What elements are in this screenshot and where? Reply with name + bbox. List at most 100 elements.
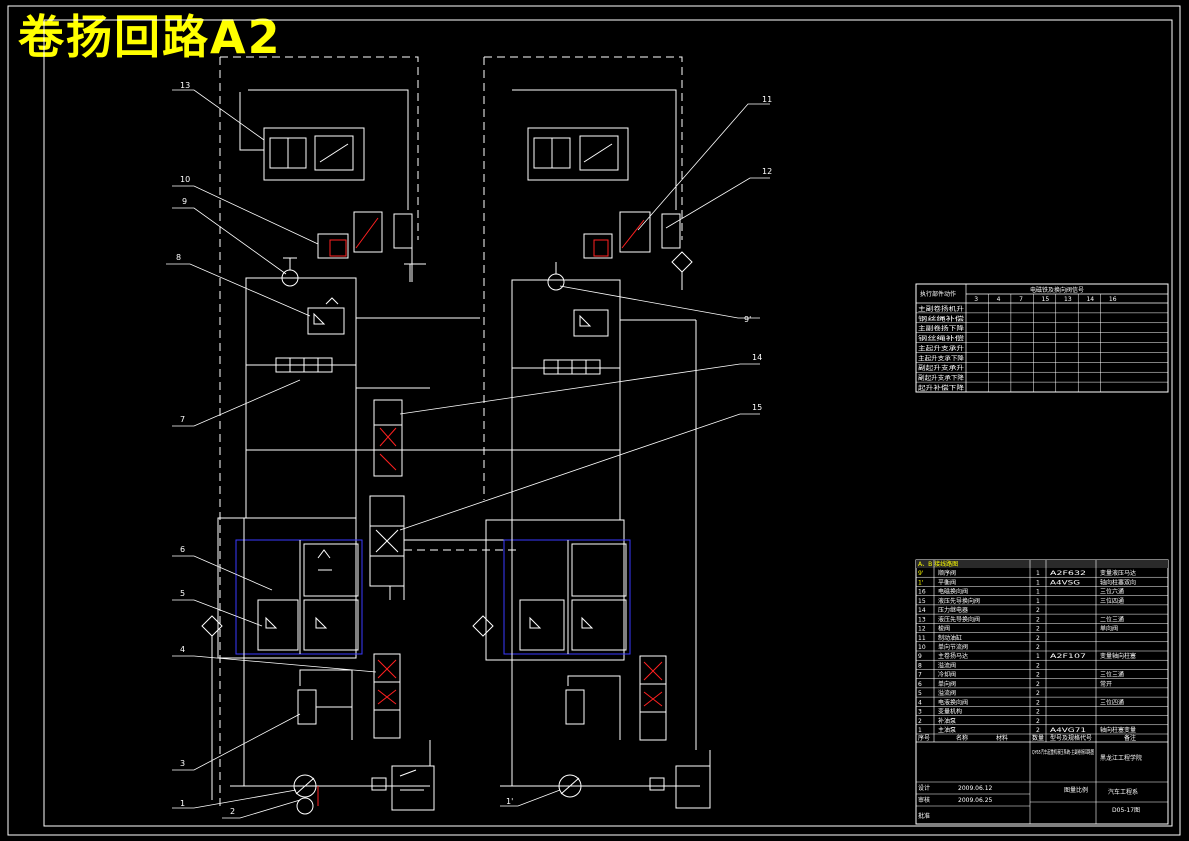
em-row-label: 主起升支承升 <box>918 344 964 352</box>
callout-7: 7 <box>180 415 185 424</box>
em-group-header: 电磁铁及换向阀信号 <box>1030 286 1084 294</box>
parts-cell-no: 12 <box>918 626 926 633</box>
parts-cell-no: 8 <box>918 662 922 669</box>
parts-cell-name: 变量机构 <box>938 708 962 716</box>
em-row-label: 主副卷扬下降 <box>918 325 964 333</box>
parts-cell-note: 变量轴向柱塞 <box>1100 652 1136 660</box>
callout-1: 1 <box>180 799 185 808</box>
parts-cell-no: 1 <box>918 727 922 734</box>
parts-cell-name: 主卷扬马达 <box>938 652 968 660</box>
parts-cell-name: 平衡阀 <box>938 578 956 586</box>
parts-cell-no: 2 <box>918 718 922 725</box>
parts-cell-qty: 2 <box>1036 718 1040 725</box>
em-row-header: 执行部件动作 <box>920 290 956 298</box>
inner-frame <box>43 19 1173 827</box>
callout-9-prime: 9' <box>744 315 751 324</box>
parts-cell-name: 电液换向阀 <box>938 698 968 706</box>
parts-cell-name: 溢流阀 <box>938 689 956 697</box>
parts-cell-no: 13 <box>918 616 926 623</box>
parts-cell-qty: 2 <box>1036 699 1040 706</box>
parts-cell-code: A4VSG <box>1050 579 1081 586</box>
parts-cell-qty: 2 <box>1036 616 1040 623</box>
parts-cell-no: 4 <box>918 699 922 706</box>
em-row-label: 钢丝绳补偿 <box>918 315 964 323</box>
parts-cell-qty: 1 <box>1036 598 1040 605</box>
parts-cell-qty: 1 <box>1036 589 1040 596</box>
school-name: 黑龙江工程学院 <box>1100 754 1142 762</box>
col-no: 序号 <box>918 734 930 742</box>
em-row-label: 副起升支承下降 <box>918 374 964 382</box>
callout-1-prime: 1' <box>506 797 513 806</box>
col-name: 名称 <box>956 734 968 742</box>
callout-5: 5 <box>180 589 185 598</box>
parts-cell-note: 变量液压马达 <box>1100 569 1136 577</box>
parts-cell-no: 1' <box>918 579 924 586</box>
parts-cell-note: 单向阀 <box>1100 625 1118 633</box>
parts-cell-no: 14 <box>918 607 926 614</box>
callout-10: 10 <box>180 175 190 184</box>
parts-cell-qty: 2 <box>1036 709 1040 716</box>
parts-cell-no: 6 <box>918 681 922 688</box>
parts-cell-note: 二位三通 <box>1100 615 1124 623</box>
parts-cell-qty: 1 <box>1036 653 1040 660</box>
callout-9: 9 <box>182 197 187 206</box>
parts-cell-no: 7 <box>918 672 922 679</box>
parts-cell-qty: 2 <box>1036 635 1040 642</box>
callout-2: 2 <box>230 807 235 816</box>
parts-cell-note: 三位四通 <box>1100 597 1124 605</box>
em-col-14: 14 <box>1086 296 1094 303</box>
parts-cell-no: 16 <box>918 589 926 596</box>
em-row-label: 主副卷扬机升 <box>918 305 964 313</box>
em-col-16: 16 <box>1109 296 1117 303</box>
designer-date: 2009.06.12 <box>958 785 993 792</box>
parts-cell-name: 单向节流阀 <box>938 643 968 651</box>
callout-13: 13 <box>180 81 190 90</box>
parts-cell-name: 冷却阀 <box>938 671 956 679</box>
col-note: 备注 <box>1124 734 1136 742</box>
parts-cell-code: A2F107 <box>1050 653 1086 660</box>
parts-cell-name: 补油泵 <box>938 717 956 725</box>
parts-cell-name: 单向阀 <box>938 680 956 688</box>
callout-8: 8 <box>176 253 181 262</box>
em-col-7: 7 <box>1019 296 1023 303</box>
page-title: 卷扬回路A2 <box>18 10 282 64</box>
callout-12: 12 <box>762 167 772 176</box>
approver-label: 批准 <box>918 812 930 820</box>
em-col-15: 15 <box>1042 296 1050 303</box>
department-name: 汽车工程系 <box>1108 788 1138 796</box>
drawing-name: QY65汽车起重机液压系统-主副卷扬回路图 <box>1032 748 1094 756</box>
left-circuit <box>201 56 520 815</box>
parts-cell-no: 11 <box>918 635 926 642</box>
em-col-13: 13 <box>1064 296 1072 303</box>
parts-cell-qty: 2 <box>1036 626 1040 633</box>
parts-cell-name: 电磁换向阀 <box>938 588 968 596</box>
callout-3: 3 <box>180 759 185 768</box>
parts-cell-name: 梭阀 <box>938 625 950 633</box>
designer-label: 设计 <box>918 784 930 792</box>
parts-cell-qty: 2 <box>1036 727 1040 734</box>
em-row-label: 主起升支承下降 <box>918 354 964 362</box>
em-col-3: 3 <box>974 296 978 303</box>
parts-cell-note: 三位三通 <box>1100 671 1124 679</box>
outer-frame <box>7 5 1181 836</box>
callout-11: 11 <box>762 95 772 104</box>
em-row-label: 钢丝绳补偿 <box>918 335 964 343</box>
parts-cell-qty: 2 <box>1036 644 1040 651</box>
checker-date: 2009.06.25 <box>958 797 993 804</box>
parts-cell-no: 5 <box>918 690 922 697</box>
parts-cell-name: 制动油缸 <box>938 634 962 642</box>
parts-cell-note: 三位四通 <box>1100 698 1124 706</box>
col-code: 型号及规格代号 <box>1050 734 1092 742</box>
em-row-label: 副起升支承升 <box>918 364 964 372</box>
parts-cell-qty: 2 <box>1036 681 1040 688</box>
parts-cell-no: 9 <box>918 653 922 660</box>
parts-cell-no: 3 <box>918 709 922 716</box>
scale-label: 图量比例 <box>1064 786 1088 794</box>
parts-cell-note: 轴向柱塞变量 <box>1100 726 1136 734</box>
callout-6: 6 <box>180 545 185 554</box>
col-material: 材料 <box>996 734 1008 742</box>
parts-cell-name: 溢流阀 <box>938 661 956 669</box>
parts-cell-qty: 2 <box>1036 662 1040 669</box>
